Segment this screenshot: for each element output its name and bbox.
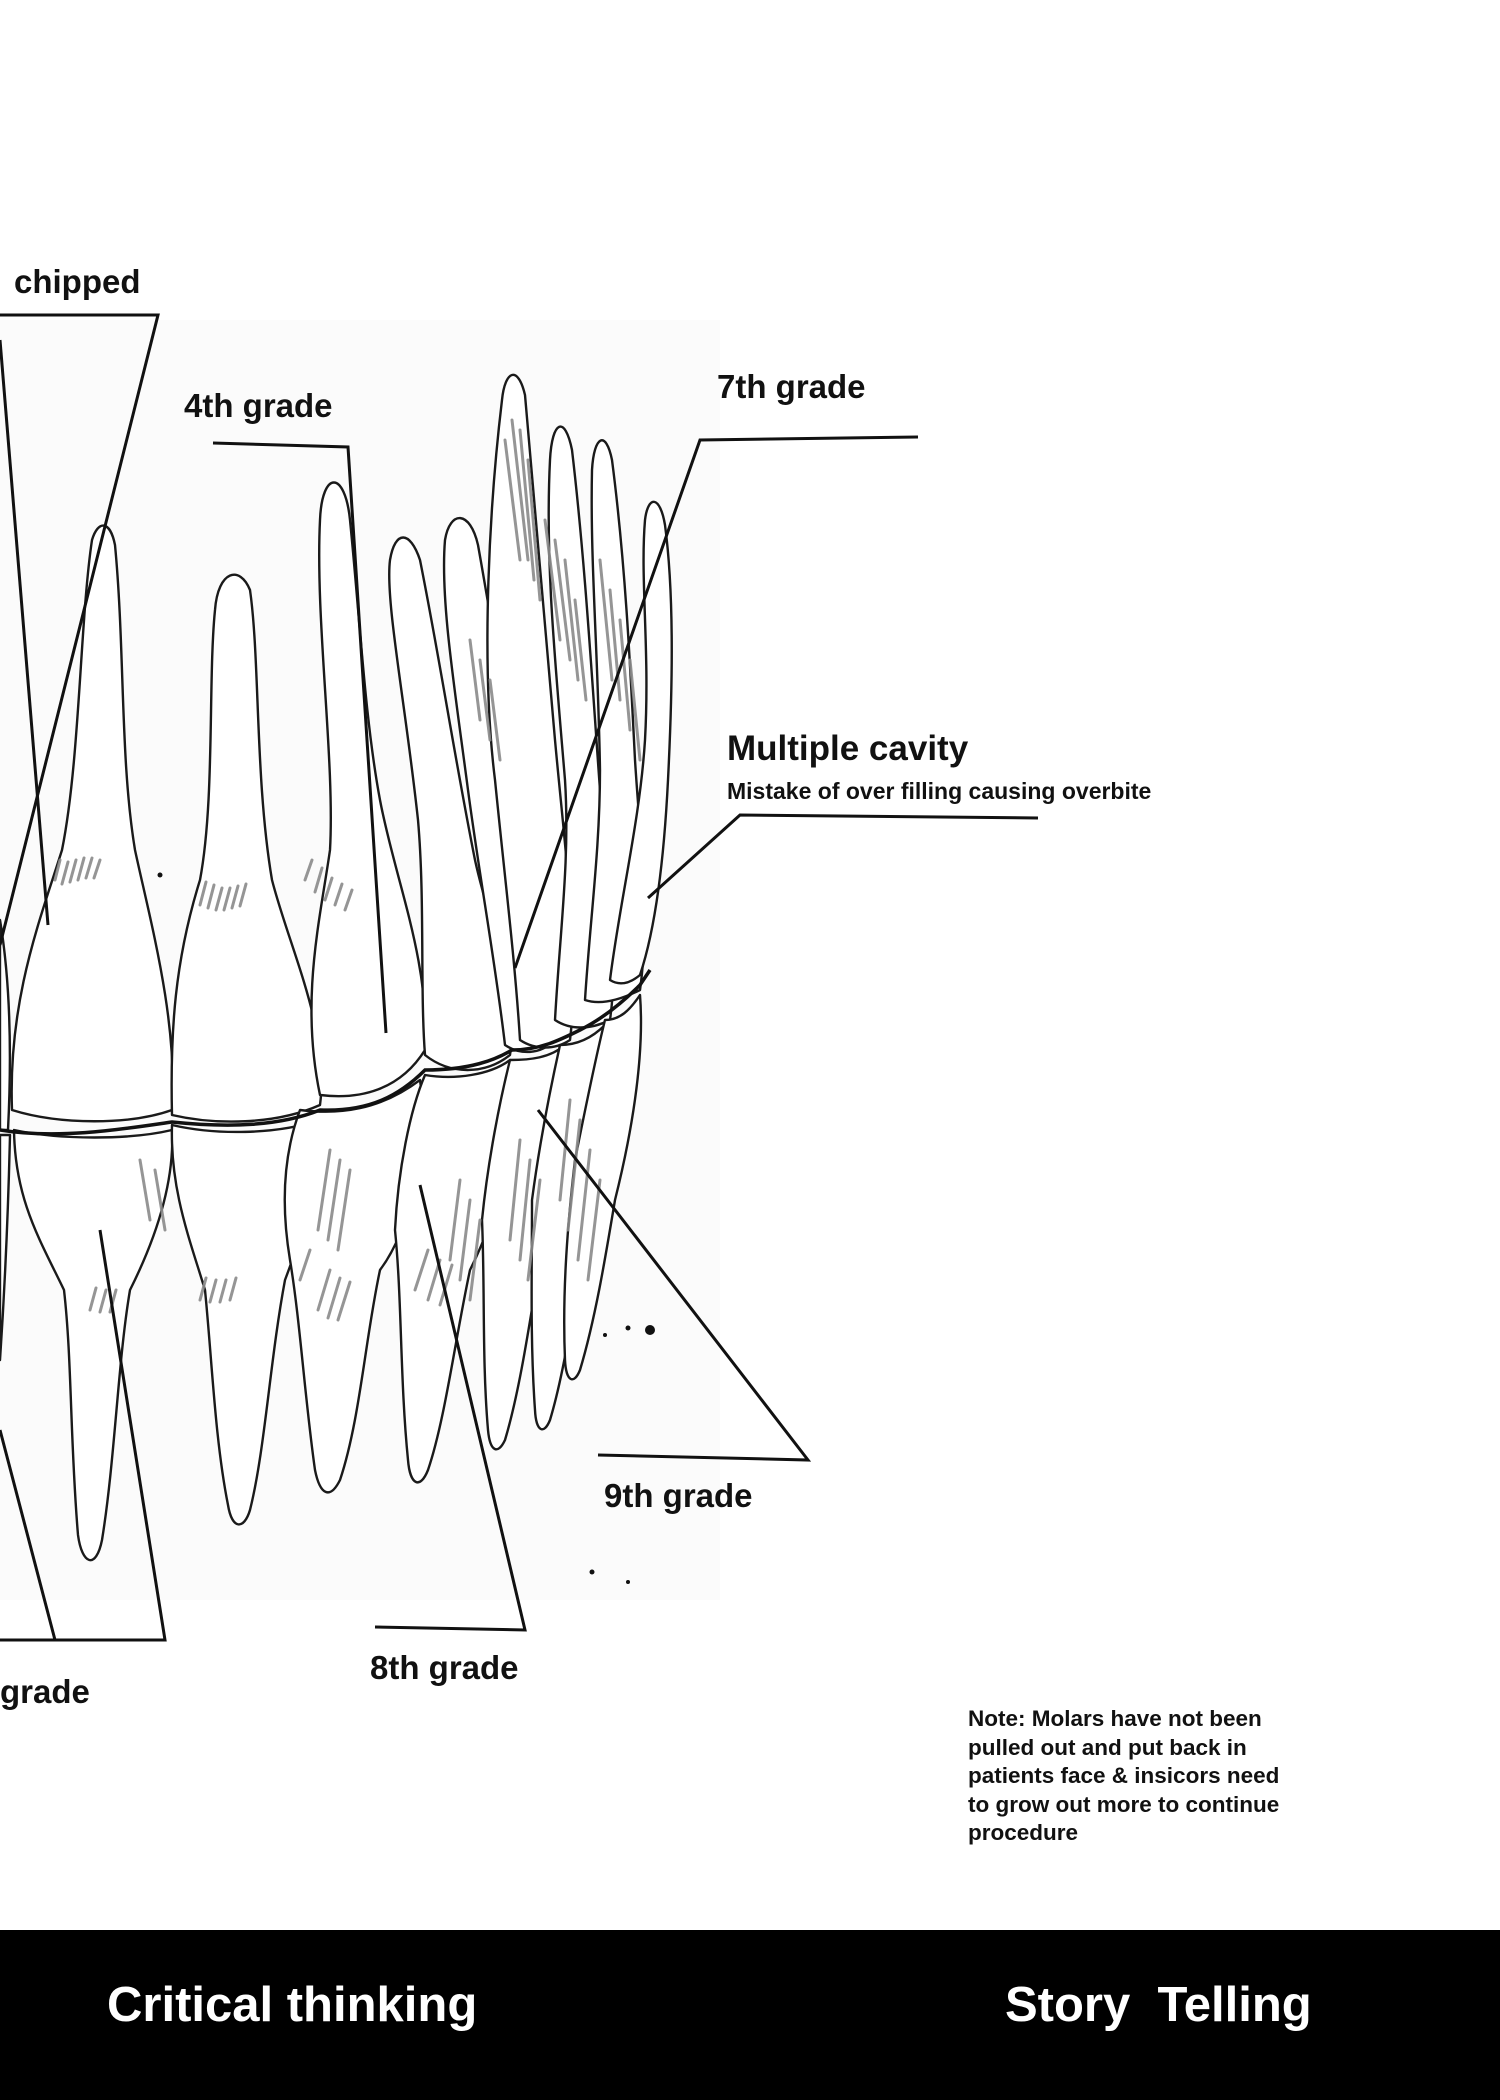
leader-grade-2 <box>0 1429 57 1641</box>
bite-line <box>0 969 652 1136</box>
label-4th-grade: 4th grade <box>184 387 333 424</box>
ink-specks <box>157 872 655 1584</box>
lower-tooth-4 <box>283 1078 424 1494</box>
leader-lines <box>0 313 1039 1642</box>
label-7th-grade: 7th grade <box>717 368 866 405</box>
label-9th-grade: 9th grade <box>604 1477 753 1514</box>
label-multiple-cavity: Multiple cavity <box>727 729 969 768</box>
upper-tooth-back <box>608 500 673 985</box>
note-text: Note: Molars have not been pulled out an… <box>968 1706 1280 1845</box>
label-grade: grade <box>0 1673 90 1710</box>
label-8th-grade: 8th grade <box>370 1649 519 1686</box>
footer-critical-thinking: Critical thinking <box>107 1978 478 2032</box>
pencil-shading <box>53 418 642 1322</box>
label-cavity-subtitle: Mistake of over filling causing overbite <box>727 778 1152 804</box>
leader-4th-grade <box>212 441 388 1034</box>
leader-7th-grade <box>513 435 919 969</box>
label-chipped: chipped <box>14 263 141 300</box>
leader-multiple-cavity <box>646 813 1039 900</box>
upper-tooth-1 <box>0 918 12 1132</box>
footer-story-telling: Story Telling <box>1005 1978 1312 2032</box>
leader-chipped-2 <box>0 339 50 926</box>
leader-8th-grade <box>374 1184 527 1632</box>
upper-teeth <box>0 373 673 1132</box>
footer-bar: Critical thinking Story Telling <box>0 1930 1500 2100</box>
lower-tooth-1 <box>0 1133 12 1362</box>
leader-chipped <box>0 313 160 946</box>
leader-9th-grade <box>536 1109 812 1462</box>
